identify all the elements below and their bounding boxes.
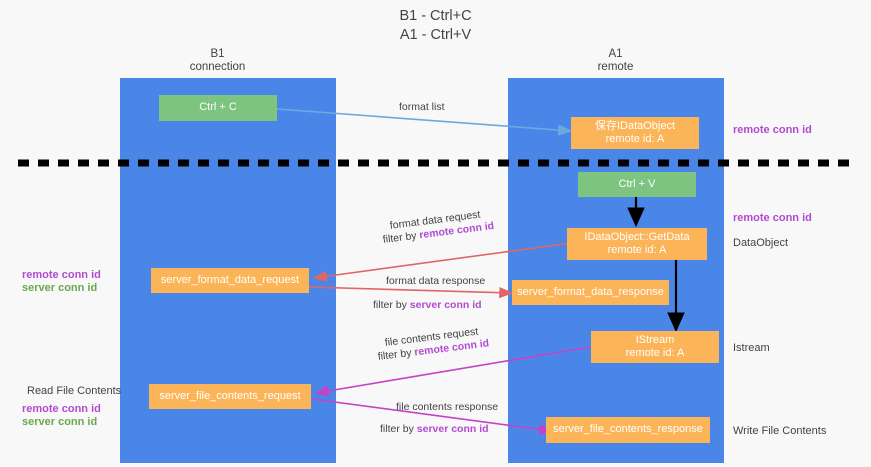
edge-label-format-data-response-filter: filter by server conn id	[373, 298, 482, 312]
edge-label-file-contents-response: file contents response	[396, 401, 499, 413]
lane-header-b1: B1 connection	[150, 48, 285, 74]
node-ctrl-v-line1: Ctrl + V	[618, 177, 656, 190]
node-ctrl-c[interactable]: Ctrl + C	[159, 95, 277, 121]
node-server-file-contents-response-label: server_file_contents_response	[553, 423, 703, 436]
diagram-title: B1 - Ctrl+C A1 - Ctrl+V	[0, 7, 871, 45]
node-server-file-contents-request[interactable]: server_file_contents_request	[149, 384, 311, 409]
annotation-right-dataobject: DataObject	[733, 237, 789, 249]
node-server-format-data-request[interactable]: server_format_data_request	[151, 268, 309, 293]
annotation-right-remote-conn-id-top: remote conn id	[733, 124, 812, 136]
arrow-file-contents-request	[314, 346, 591, 397]
annotation-left-server-conn-id: server conn id	[22, 282, 98, 294]
filter-prefix: filter by	[373, 299, 410, 311]
lane-b1-title: B1	[210, 48, 225, 60]
node-istream-line1: IStream	[635, 333, 675, 346]
filter-value-server-conn-id: server conn id	[409, 299, 482, 311]
arrow-file-contents-response	[311, 398, 554, 435]
annotation-left-remote-conn-id: remote conn id	[22, 269, 101, 281]
title-line-1: B1 - Ctrl+C	[399, 8, 472, 24]
node-idataobject-getdata-line1: IDataObject::GetData	[584, 230, 690, 243]
annotation-right-remote-conn-id-mid: remote conn id	[733, 212, 812, 224]
edge-label-file-contents-response-filter: filter by server conn id	[380, 422, 489, 436]
node-istream-line2: remote id: A	[625, 347, 685, 359]
annotation-right-istream: Istream	[733, 342, 770, 354]
node-save-idataobject-line1: 保存IDataObject	[594, 119, 676, 132]
node-server-file-contents-request-label: server_file_contents_request	[159, 389, 301, 402]
node-idataobject-getdata-line2: remote id: A	[607, 244, 667, 256]
node-save-idataobject[interactable]: 保存IDataObject remote id: A	[571, 117, 699, 149]
arrow-format-list	[276, 108, 573, 136]
node-ctrl-v[interactable]: Ctrl + V	[578, 172, 696, 197]
edge-label-format-list: format list	[399, 101, 445, 113]
edge-label-format-data-response: format data response	[386, 275, 486, 287]
arrow-format-data-response	[307, 286, 514, 299]
annotation-left-read-file-contents: Read File Contents	[27, 385, 122, 397]
lane-b1-subtitle: connection	[189, 61, 246, 73]
annotation-left-remote-conn-id-2: remote conn id	[22, 403, 101, 415]
node-server-format-data-response[interactable]: server_format_data_response	[512, 280, 669, 305]
lane-a1-title: A1	[608, 48, 623, 60]
annotation-right-write-file-contents: Write File Contents	[733, 425, 827, 437]
lane-a1-subtitle: remote	[597, 61, 634, 73]
node-istream[interactable]: IStream remote id: A	[591, 331, 719, 363]
node-server-format-data-request-label: server_format_data_request	[160, 273, 300, 286]
arrow-format-data-request	[312, 241, 579, 282]
node-server-format-data-response-label: server_format_data_response	[517, 285, 664, 298]
node-idataobject-getdata[interactable]: IDataObject::GetData remote id: A	[567, 228, 707, 260]
node-save-idataobject-line2: remote id: A	[605, 133, 665, 145]
node-server-file-contents-response[interactable]: server_file_contents_response	[546, 417, 710, 443]
filter-prefix: filter by	[380, 423, 417, 435]
filter-value-server-conn-id: server conn id	[416, 423, 489, 435]
annotation-left-server-conn-id-2: server conn id	[22, 416, 98, 428]
node-ctrl-c-line1: Ctrl + C	[199, 101, 237, 114]
title-line-2: A1 - Ctrl+V	[399, 27, 472, 43]
lane-header-a1: A1 remote	[548, 48, 683, 74]
